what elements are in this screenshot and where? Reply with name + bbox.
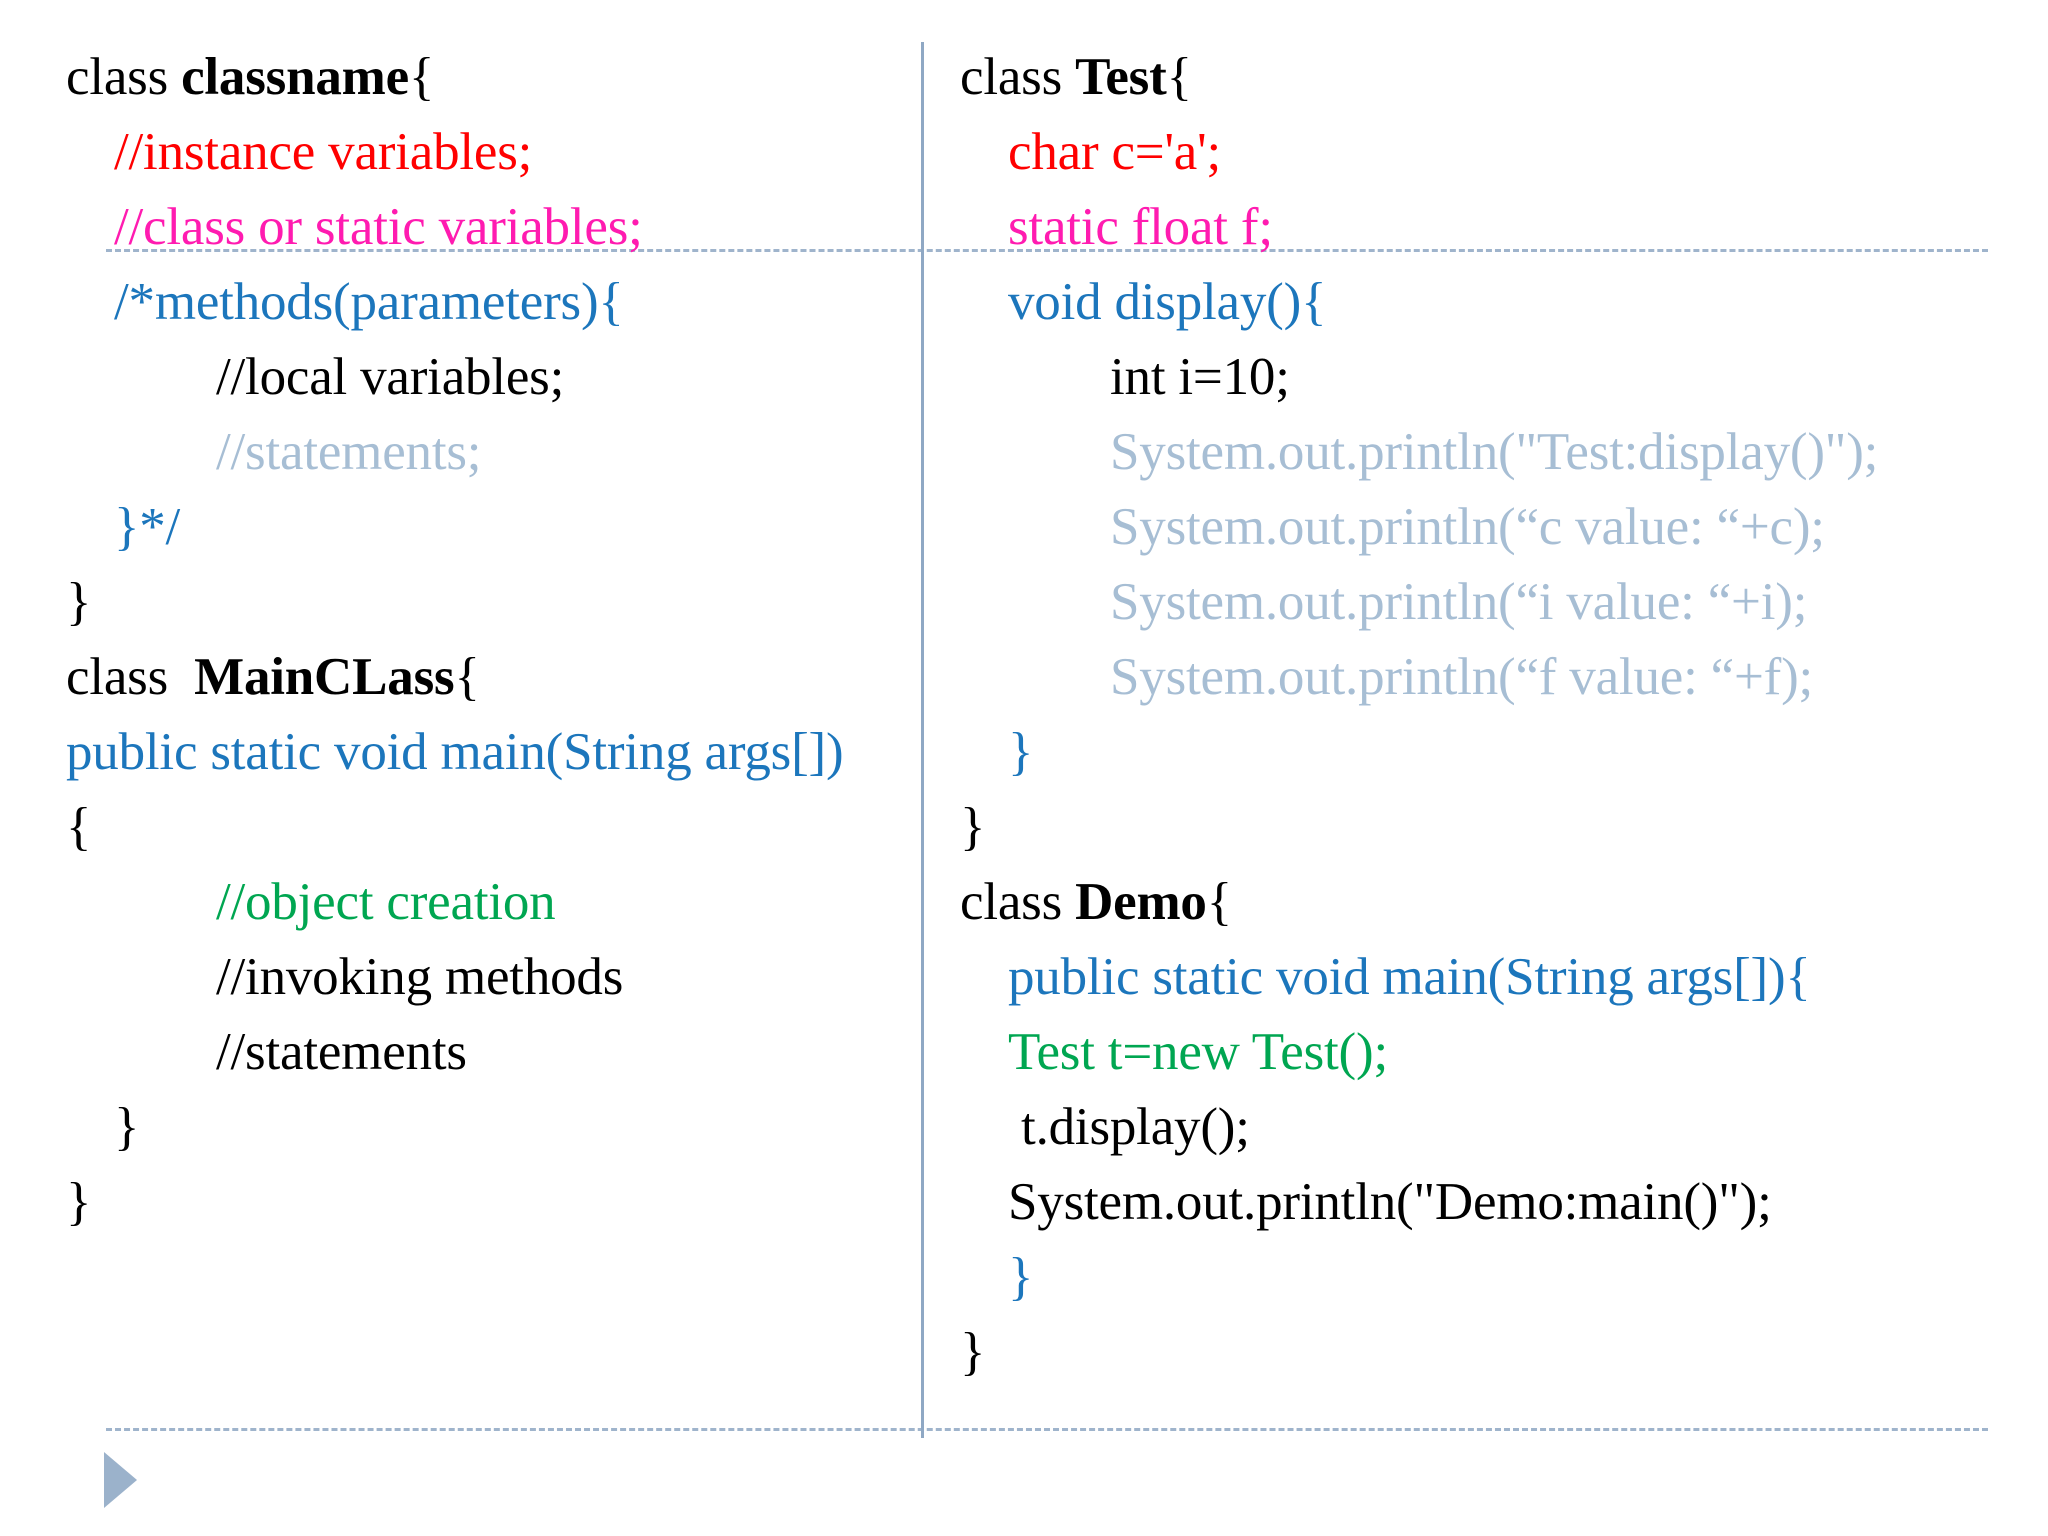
code-line-methods-open: /*methods(parameters){ — [114, 273, 624, 331]
code-line-demo-close-brace: } — [960, 1323, 986, 1381]
code-line-statements: //statements — [216, 1023, 467, 1081]
code-line-main-signature: public static void main(String args[]) — [66, 723, 844, 781]
brace-open: { — [1206, 873, 1232, 931]
code-line-class-demo: class Demo{ — [960, 865, 2020, 940]
code-line-mainclass-close-brace: } — [66, 1173, 92, 1231]
brace-open: { — [408, 48, 435, 106]
class-name-demo: Demo — [1075, 873, 1207, 931]
code-line-t-display: t.display(); — [1008, 1098, 1250, 1156]
code-line-println-c-value: System.out.println(“c value: “+c); — [1110, 498, 1825, 556]
code-line-println-i-value: System.out.println(“i value: “+i); — [1110, 573, 1808, 631]
class-name-test: Test — [1075, 48, 1167, 106]
code-line-demo-main-close-brace: } — [1008, 1248, 1034, 1306]
keyword-class: class — [66, 48, 182, 106]
code-line-static-variables: //class or static variables; — [114, 198, 643, 256]
column-divider-line — [921, 42, 924, 1438]
code-line-object-creation: //object creation — [216, 873, 556, 931]
code-line-main-open-brace: { — [66, 798, 92, 856]
right-code-column: class Test{ char c='a'; static float f; … — [960, 40, 2020, 1390]
code-line-class-test: class Test{ — [960, 40, 2020, 115]
code-line-main-close-brace: } — [114, 1098, 140, 1156]
code-line-static-float-f: static float f; — [1008, 198, 1273, 256]
code-line-println-f-value: System.out.println(“f value: “+f); — [1110, 648, 1814, 706]
code-line-methods-close: }*/ — [114, 498, 181, 556]
code-line-display-close-brace: } — [1008, 723, 1034, 781]
code-line-instance-variables: //instance variables; — [114, 123, 533, 181]
class-name-classname: classname — [181, 48, 409, 106]
code-line-local-variables: //local variables; — [216, 348, 565, 406]
code-line-class-mainclass: class MainCLass{ — [66, 640, 916, 715]
code-line-void-display: void display(){ — [1008, 273, 1327, 331]
code-line-new-test: Test t=new Test(); — [1008, 1023, 1388, 1081]
left-code-column: class classname{ //instance variables; /… — [66, 40, 916, 1240]
play-triangle-icon — [104, 1452, 137, 1508]
code-line-char-c: char c='a'; — [1008, 123, 1222, 181]
dashed-rule-bottom — [106, 1428, 1988, 1431]
code-line-println-demo-main: System.out.println("Demo:main()"); — [1008, 1173, 1772, 1231]
keyword-class: class — [960, 873, 1076, 931]
code-line-invoking-methods: //invoking methods — [216, 948, 624, 1006]
code-line-test-close-brace: } — [960, 798, 986, 856]
keyword-class: class — [960, 48, 1076, 106]
code-line-println-test-display: System.out.println("Test:display()"); — [1110, 423, 1879, 481]
code-line-class-classname: class classname{ — [66, 40, 916, 115]
code-line-demo-main-signature: public static void main(String args[]){ — [1008, 948, 1811, 1006]
code-line-int-i: int i=10; — [1110, 348, 1290, 406]
keyword-class: class — [66, 648, 195, 706]
brace-open: { — [1166, 48, 1192, 106]
dashed-rule-top — [106, 249, 1988, 252]
class-name-mainclass: MainCLass — [194, 648, 455, 706]
code-line-classname-close: } — [66, 573, 92, 631]
brace-open: { — [454, 648, 480, 706]
code-line-statements-comment: //statements; — [216, 423, 482, 481]
